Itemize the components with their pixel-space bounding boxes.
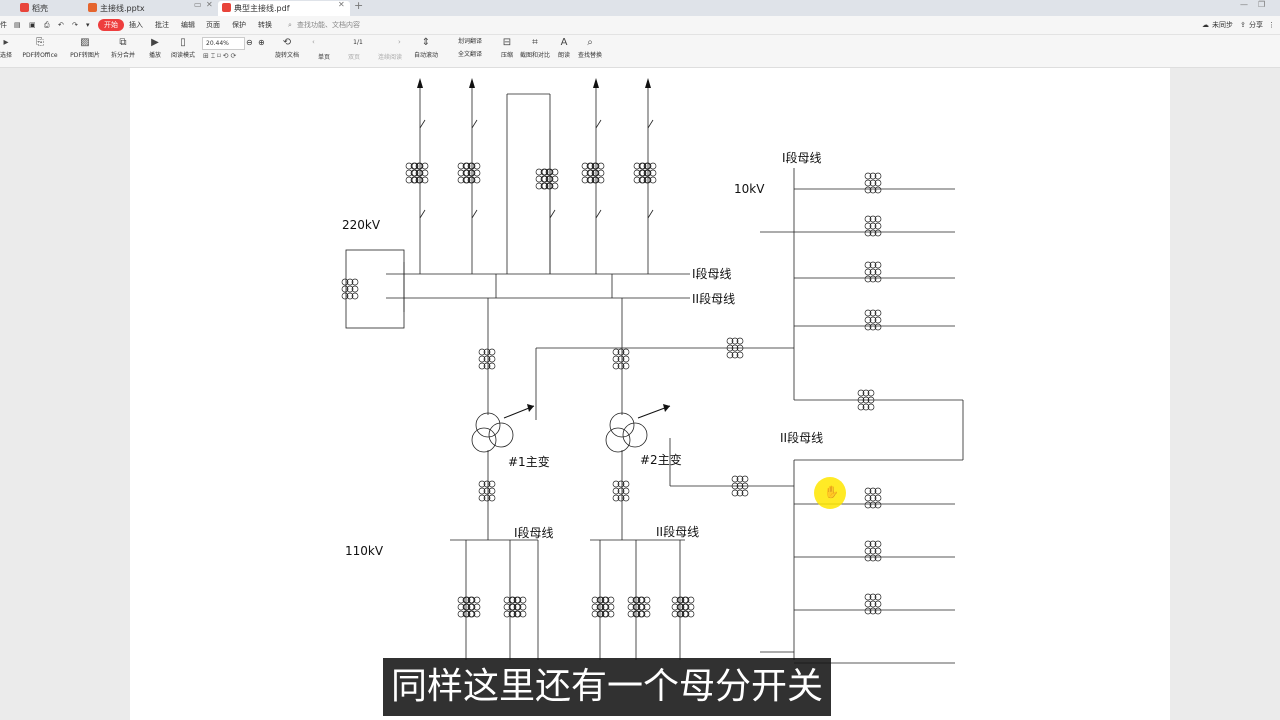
save-icon[interactable]: ▣ [29,21,36,29]
continuous-button[interactable]: 连续阅读 [378,54,403,61]
tab-window-icon[interactable]: ▭ [194,0,202,9]
page-number[interactable]: 1/1 [353,39,363,46]
label-transformer-2: #2主变 [640,452,682,467]
pdf-to-image-icon: ▨ [80,37,90,48]
share-button[interactable]: 分享 [1249,21,1263,29]
menu-bar: 件 ▤ ▣ ⎙ ↶ ↷ ▾ 开始 插入 批注 编辑 页面 保护 转换 ⌕ 查找功… [0,16,1280,35]
pdf-to-image-button[interactable]: ▨ PDF转图片 [70,37,100,59]
ppt-icon [88,3,97,12]
menu-comment[interactable]: 批注 [155,21,169,29]
read-mode-icon: ▯ [180,37,186,48]
rotate-icon: ⟲ [282,37,292,48]
zoom-in-icon[interactable]: ⊕ [258,38,265,47]
find-replace-button[interactable]: ⌕ 查找替换 [577,37,602,59]
tab-bar: 稻壳 主接线.pptx ▭ ✕ 典型主接线.pdf ✕ + — ❐ [0,0,1280,16]
play-icon: ▶ [151,37,159,48]
read-aloud-icon: A [560,37,568,48]
transformer-arrows [503,404,671,419]
share-icon: ⇪ [1240,21,1246,29]
search-icon: ⌕ [587,37,593,48]
read-mode-button[interactable]: ▯ 阅读模式 [170,37,195,59]
cursor-highlight: ✋ [814,477,846,509]
pdf-to-office-button[interactable]: ⎘ PDF转Office [22,37,58,59]
compress-button[interactable]: ⊟ 压缩 [500,37,513,59]
label-bus-i-220: I段母线 [692,266,732,281]
menu-file[interactable]: 件 [0,21,7,29]
feeder-bay-5 [633,78,657,274]
auto-scroll-icon: ⇕ [421,37,431,48]
folder-icon[interactable]: ▤ [14,21,21,29]
label-110kv: 110kV [345,544,384,558]
tab-pdf[interactable]: 典型主接线.pdf [218,1,350,16]
menu-page[interactable]: 页面 [206,21,220,29]
label-bus-i-110: I段母线 [514,525,554,540]
10kv-feeders [794,172,955,664]
prev-page-icon[interactable]: ‹ [312,38,315,46]
minimize-icon[interactable]: — [1240,0,1248,9]
feeder-bay-4 [581,78,605,274]
fit-buttons[interactable]: ⊞⌶⌑⟲⟳ [203,52,239,60]
menu-convert[interactable]: 转换 [258,21,272,29]
video-subtitle: 同样这里还有一个母分开关 [383,658,832,716]
close-icon[interactable]: ✕ [338,0,345,9]
search-input[interactable]: 查找功能、文档内容 [297,21,360,29]
undo-icon[interactable]: ↶ [58,21,64,29]
redo-icon[interactable]: ↷ [72,21,78,29]
cloud-icon: ☁ [1202,21,1209,29]
label-transformer-1: #1主变 [508,454,550,469]
feeder-bay-2 [457,78,481,274]
menu-edit[interactable]: 编辑 [181,21,195,29]
bus-coupler-220 [341,278,359,300]
more-options-icon[interactable]: ⋮ [1268,21,1275,29]
select-tool[interactable]: ▸ 选择 [0,37,13,59]
pdf-icon [222,3,231,12]
label-bus-ii-220: II段母线 [692,291,735,306]
document-page [130,68,1170,720]
bus-10kv [760,168,964,660]
feeder-bay-1 [405,78,429,274]
translate-button[interactable]: 划词翻译 全文翻译 [457,38,482,58]
pdf-to-office-icon: ⎘ [36,37,44,48]
tab-docer[interactable]: 稻壳 [20,1,80,16]
single-page-button[interactable]: 单页 [318,54,331,61]
screenshot-button[interactable]: ⌗ 截图和对比 [519,37,550,59]
auto-scroll-button[interactable]: ⇕ 自动滚动 [413,37,438,59]
bus-220kv [345,93,690,329]
menu-insert[interactable]: 插入 [129,21,143,29]
label-bus-i-10: I段母线 [782,150,822,165]
label-10kv: 10kV [734,182,765,196]
play-button[interactable]: ▶ 播放 [148,37,161,59]
rotate-button[interactable]: ⟲ 旋转文档 [274,37,299,59]
label-bus-ii-110: II段母线 [656,524,699,539]
feeder-bay-3 [535,130,559,274]
hand-cursor-icon: ✋ [824,485,839,499]
sync-status[interactable]: 未同步 [1212,21,1233,29]
menu-protect[interactable]: 保护 [232,21,246,29]
new-tab-icon[interactable]: + [354,0,364,12]
transformer-branches [471,298,794,540]
search-icon: ⌕ [288,21,292,29]
docer-icon [20,3,29,12]
split-merge-button[interactable]: ⧉ 拆分合并 [110,37,135,59]
label-bus-ii-10: II段母线 [780,430,823,445]
zoom-select[interactable]: 20.44% [202,37,245,50]
zoom-out-icon[interactable]: ⊖ [246,38,253,47]
menu-start[interactable]: 开始 [98,19,124,31]
close-icon[interactable]: ✕ [206,0,213,9]
screenshot-icon: ⌗ [532,37,538,48]
read-aloud-button[interactable]: A 朗读 [557,37,570,59]
next-page-icon[interactable]: › [398,38,401,46]
tab-pptx[interactable]: 主接线.pptx [88,1,208,16]
restore-icon[interactable]: ❐ [1258,0,1266,9]
more-icon[interactable]: ▾ [86,21,90,29]
label-220kv: 220kV [342,218,381,232]
compress-icon: ⊟ [502,37,512,48]
print-icon[interactable]: ⎙ [44,21,50,29]
select-icon: ▸ [3,37,9,48]
split-merge-icon: ⧉ [119,37,127,48]
double-page-button[interactable]: 双页 [348,54,361,61]
